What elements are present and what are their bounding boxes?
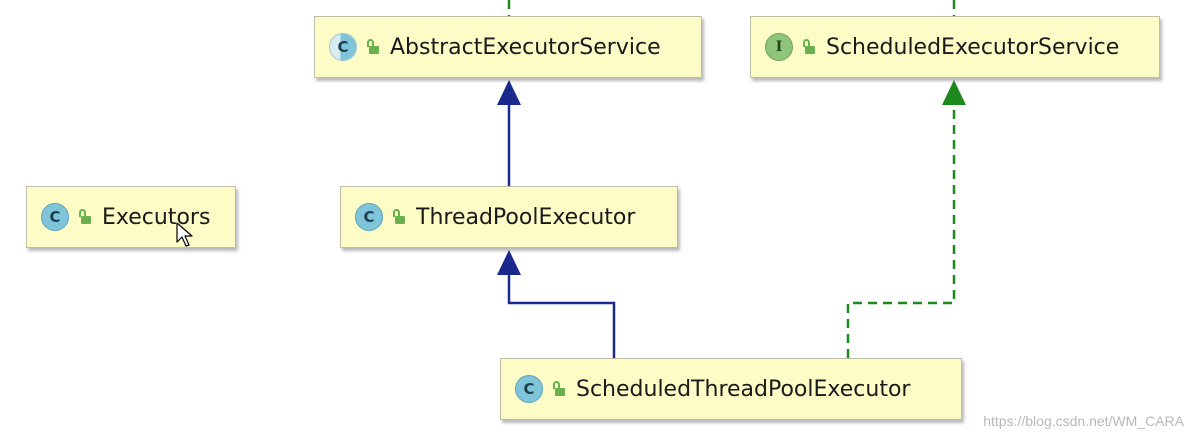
abstract-class-icon: C (329, 33, 357, 61)
edge-stpe-implements-sched-svc (846, 80, 966, 358)
edge-tpe-extends-abstract (497, 80, 521, 186)
mouse-cursor-icon (176, 222, 193, 247)
node-label: ScheduledExecutorService (826, 34, 1120, 60)
implements-arrowhead (942, 80, 966, 105)
open-lock-icon (802, 39, 815, 55)
interface-icon: I (765, 33, 793, 61)
extends-arrowhead (497, 80, 521, 105)
node-scheduled-thread-pool-executor[interactable]: C ScheduledThreadPoolExecutor (500, 358, 962, 420)
class-icon: C (515, 375, 543, 403)
extends-arrowhead (497, 250, 521, 275)
node-label: ThreadPoolExecutor (416, 204, 636, 230)
node-label: ScheduledThreadPoolExecutor (576, 376, 911, 402)
node-abstract-executor-service[interactable]: C AbstractExecutorService (314, 16, 702, 78)
node-label: Executors (102, 204, 211, 230)
open-lock-icon (78, 209, 91, 225)
edge-stpe-extends-tpe (497, 250, 616, 358)
node-scheduled-executor-service[interactable]: I ScheduledExecutorService (750, 16, 1160, 78)
node-thread-pool-executor[interactable]: C ThreadPoolExecutor (340, 186, 678, 248)
open-lock-icon (392, 209, 405, 225)
node-executors[interactable]: C Executors (26, 186, 236, 248)
open-lock-icon (366, 39, 379, 55)
class-icon: C (355, 203, 383, 231)
watermark-text: https://blog.csdn.net/WM_CARA (983, 413, 1184, 429)
class-icon: C (41, 203, 69, 231)
node-label: AbstractExecutorService (390, 34, 661, 60)
open-lock-icon (552, 381, 565, 397)
